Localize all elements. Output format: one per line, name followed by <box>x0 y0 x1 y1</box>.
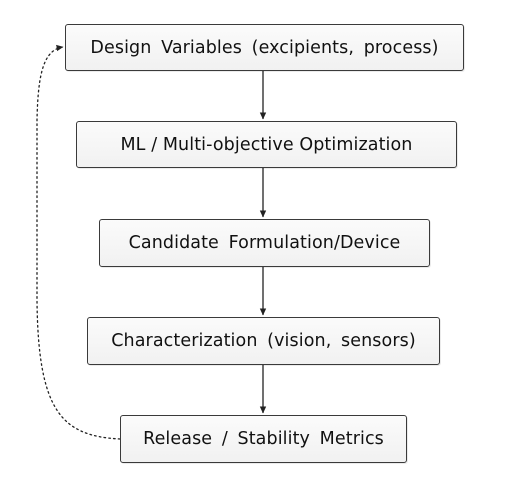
node-ml-optimization: ML / Multi-objective Optimization <box>76 121 457 168</box>
node-characterization: Characterization (vision, sensors) <box>87 317 440 365</box>
node-label: Release / Stability Metrics <box>143 429 384 449</box>
node-release-stability: Release / Stability Metrics <box>120 415 407 463</box>
node-label: ML / Multi-objective Optimization <box>120 134 413 155</box>
node-label: Characterization (vision, sensors) <box>111 331 416 351</box>
feedback-loop-arrow <box>36 44 121 440</box>
node-label: Design Variables (excipients, process) <box>90 37 439 58</box>
node-design-variables: Design Variables (excipients, process) <box>65 24 464 71</box>
node-label: Candidate Formulation/Device <box>128 233 401 253</box>
node-candidate-formulation: Candidate Formulation/Device <box>99 219 430 267</box>
